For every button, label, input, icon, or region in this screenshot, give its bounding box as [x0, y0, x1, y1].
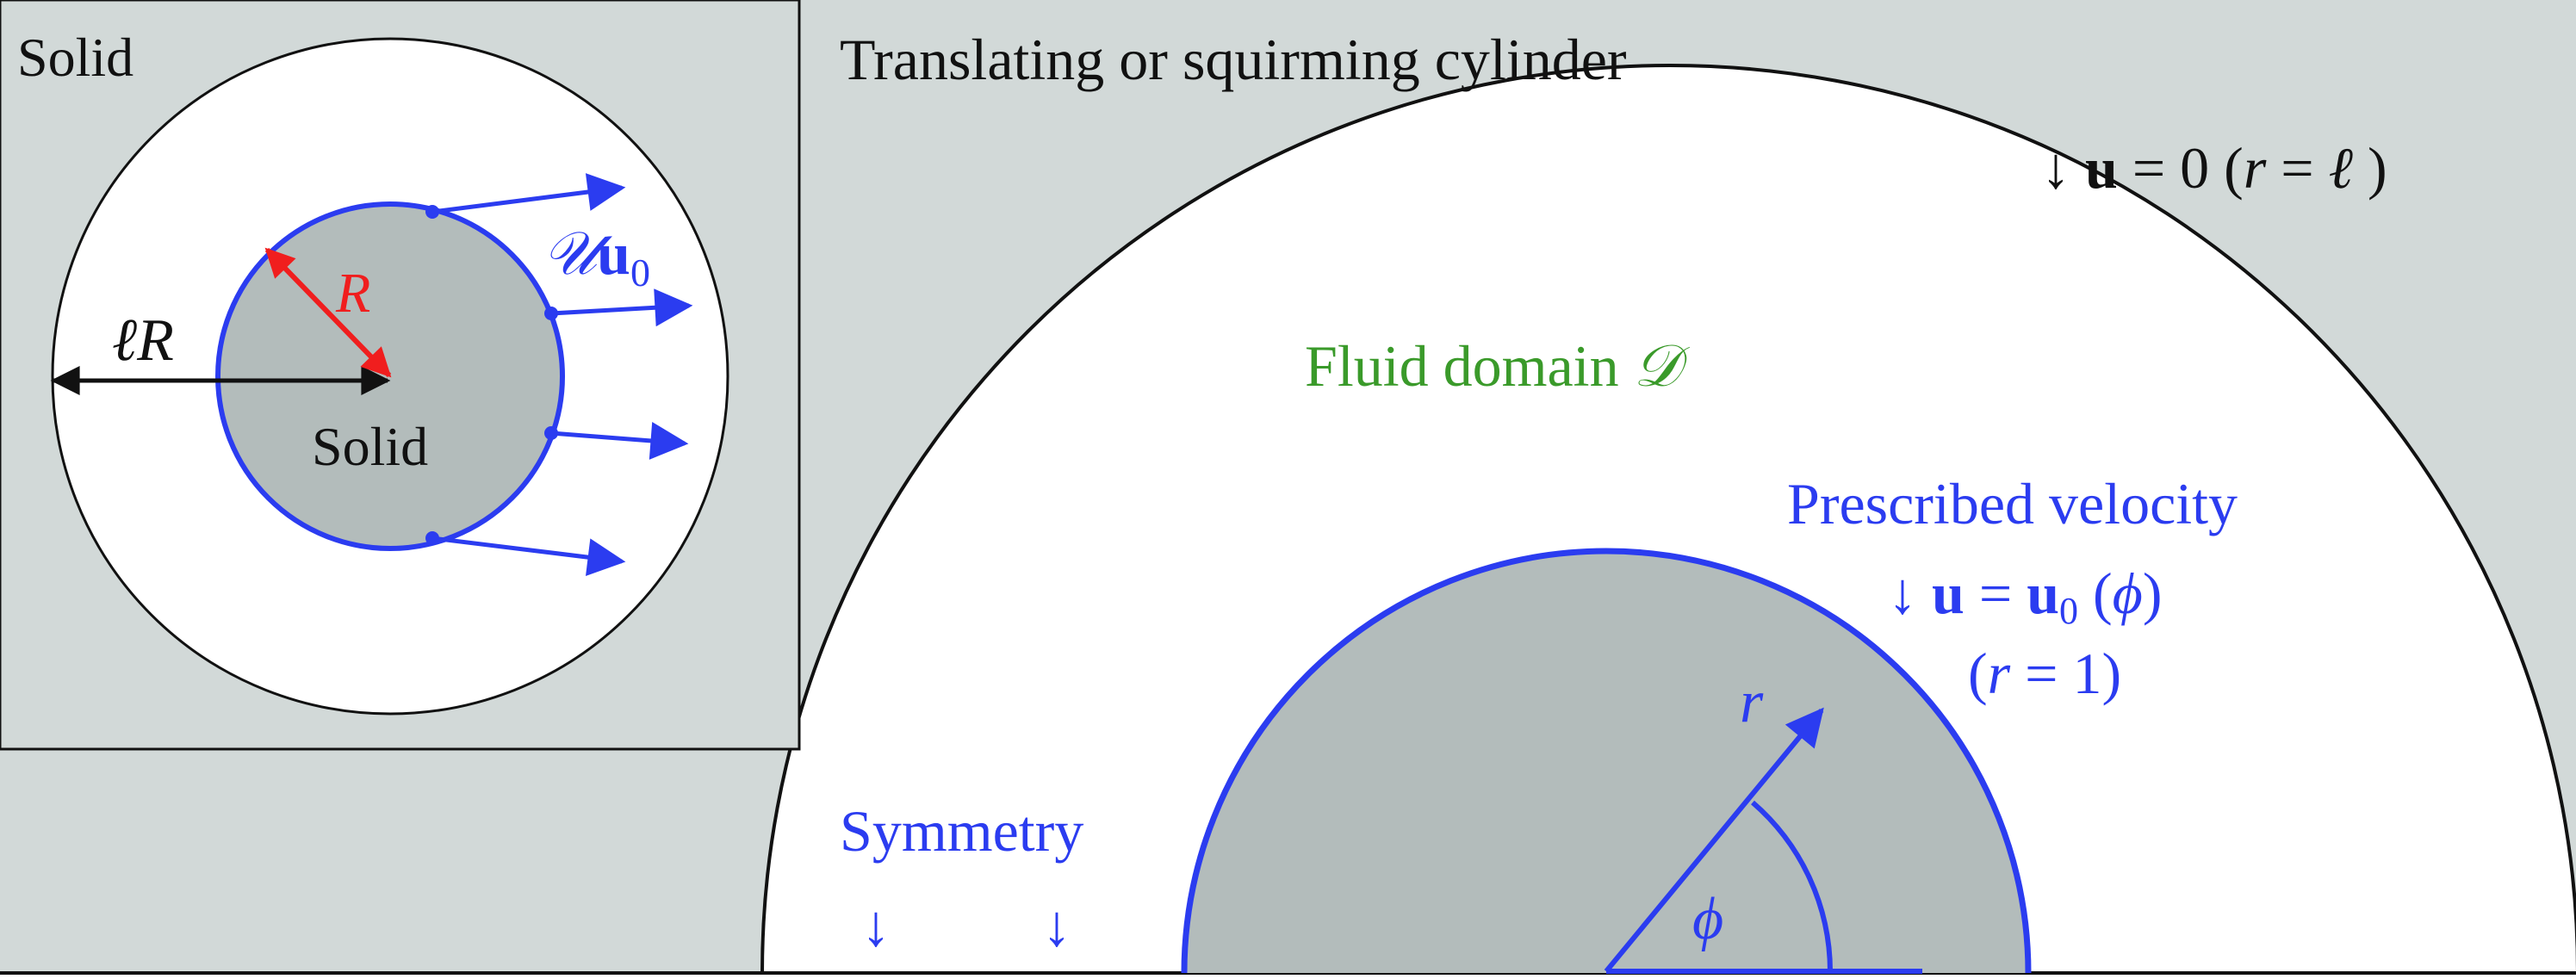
outer-bc-eq2: = — [2266, 135, 2328, 201]
outer-bc-arrow: ↓ — [2041, 135, 2070, 201]
pv-u0: u — [2027, 561, 2059, 626]
velocity-vectors — [425, 173, 693, 577]
prescribed-velocity-label: Prescribed velocity — [1787, 471, 2238, 536]
fluid-domain-label: Fluid domain 𝒟 — [1305, 333, 1691, 399]
inset-radius-label: R — [335, 262, 370, 325]
r-eq-open: ( — [1968, 641, 1988, 706]
r-eq-rest: = 1) — [2010, 641, 2121, 706]
angle-arc — [1751, 800, 1833, 972]
outer-bc-eq: = 0 ( — [2118, 135, 2244, 201]
pv-phi: ϕ — [2113, 561, 2143, 626]
outer-bc-r: r — [2244, 135, 2267, 201]
symmetry-arrow-2: ↓ — [1042, 893, 1071, 958]
outer-boundary-condition: ↓ u = 0 (r = ℓ ) — [2041, 135, 2387, 201]
pv-paren-open: ( — [2078, 561, 2113, 626]
boundary-radius-label: (r = 1) — [1968, 641, 2121, 706]
outer-bc-ell: ℓ — [2329, 135, 2353, 201]
angle-coordinate-label: ϕ — [1692, 886, 1723, 952]
pv-sub: 0 — [2059, 590, 2078, 632]
pv-eq: = — [1965, 561, 2027, 626]
symmetry-label: Symmetry — [840, 798, 1083, 864]
symmetry-arrow-1: ↓ — [861, 893, 891, 958]
velocity-vector-1 — [431, 173, 626, 214]
velocity-bold-u: u — [597, 221, 630, 288]
main-title: Translating or squirming cylinder — [840, 27, 1627, 92]
prescribed-velocity-boundary — [1181, 548, 2032, 974]
velocity-vector-2 — [550, 288, 693, 327]
fluid-domain-text: Fluid domain — [1305, 333, 1634, 399]
inset-outer-radius-label: ℓR — [112, 307, 174, 374]
pv-u: u — [1932, 561, 1965, 626]
inner-radius-arrow — [264, 247, 392, 378]
radial-coordinate-label: r — [1740, 669, 1764, 735]
velocity-subscript: 0 — [630, 251, 650, 294]
pv-paren-close: ) — [2143, 561, 2163, 626]
inset-corner-label: Solid — [17, 27, 133, 88]
inner-cylinder — [1184, 551, 2028, 973]
outer-bc-close: ) — [2353, 135, 2387, 201]
pv-arrow: ↓ — [1888, 561, 1932, 626]
inset-inner-label: Solid — [312, 416, 428, 477]
prescribed-velocity-equation: ↓ u = u0 (ϕ) — [1888, 561, 2163, 632]
fluid-domain-region — [760, 64, 2576, 975]
outer-bc-u: u — [2085, 135, 2118, 201]
velocity-vector-3 — [550, 422, 689, 460]
inset-velocity-label: 𝒰u0 — [543, 221, 650, 294]
radial-arrow — [1604, 707, 1824, 973]
r-eq-r: r — [1988, 641, 2011, 706]
velocity-vector-4 — [431, 536, 626, 577]
